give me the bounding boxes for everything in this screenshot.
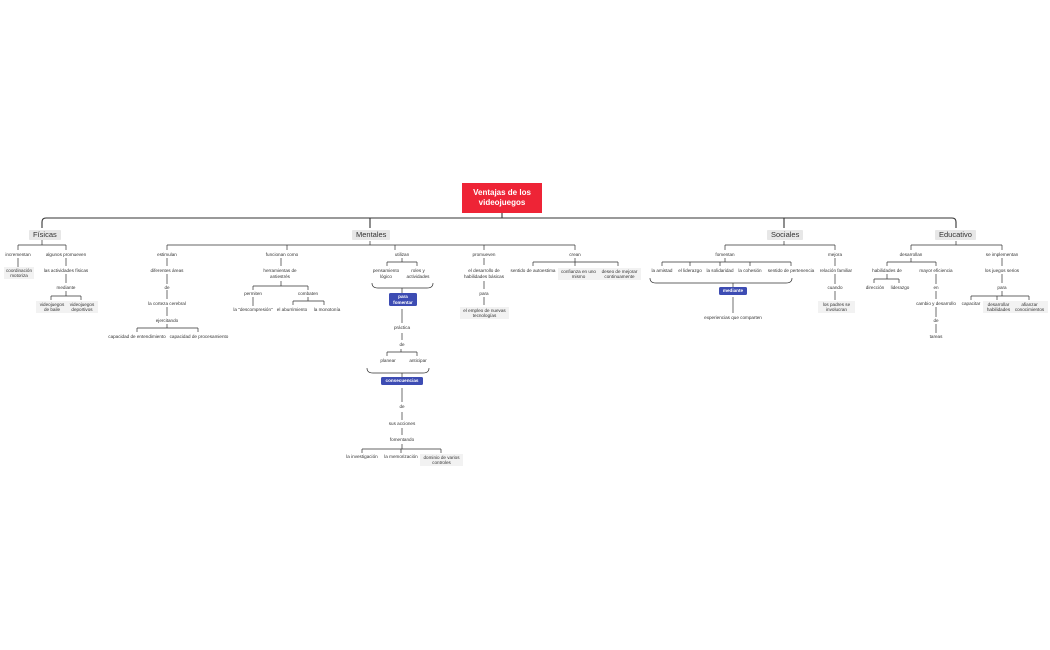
node-desarrollo-habilidades[interactable]: el desarrollo de habilidades básicas — [463, 268, 505, 279]
node-liderazgo-sociales[interactable]: el liderazgo — [678, 268, 702, 273]
root-node[interactable]: Ventajas de los videojuegos — [462, 183, 542, 213]
node-fomentando[interactable]: fomentando — [389, 437, 415, 442]
node-capacitar[interactable]: capacitar — [961, 301, 981, 306]
node-desarrollan[interactable]: desarrollan — [899, 252, 923, 257]
node-crean[interactable]: crean — [569, 252, 581, 257]
node-de-consecuencias[interactable]: de — [399, 404, 405, 409]
node-descompresion[interactable]: la "descompresión" — [233, 307, 273, 312]
node-de-practica[interactable]: de — [399, 342, 405, 347]
node-dominio-controles[interactable]: dominio de varios controles — [420, 454, 463, 467]
node-mediante-sociales[interactable]: mediante — [719, 287, 747, 295]
node-cambio-desarrollo[interactable]: cambio y desarrollo — [916, 301, 956, 306]
node-permiten[interactable]: permiten — [244, 291, 262, 296]
node-tareas[interactable]: tareas — [929, 334, 943, 339]
node-utilizan[interactable]: utilizan — [394, 252, 410, 257]
node-funcionan-como[interactable]: funcionan como — [265, 252, 299, 257]
node-en[interactable]: en — [933, 285, 939, 290]
node-herramientas-antiestres[interactable]: herramientas de antiestrés — [263, 268, 297, 279]
node-cohesion[interactable]: la cohesión — [738, 268, 762, 273]
node-ejercitando[interactable]: ejercitando — [155, 318, 179, 323]
node-experiencias-comparten[interactable]: experiencias que comparten — [704, 315, 762, 320]
node-afianzar-conocimientos[interactable]: afianzar conocimientos — [1011, 301, 1048, 314]
node-capacidad-entendimiento[interactable]: capacidad de entendimiento — [108, 334, 166, 339]
node-amistad[interactable]: la amistad — [651, 268, 673, 273]
node-cuando[interactable]: cuando — [827, 285, 843, 290]
node-investigacion[interactable]: la investigación — [346, 454, 378, 459]
category-sociales[interactable]: Sociales — [767, 230, 804, 240]
node-liderazgo-educativo[interactable]: liderazgo — [890, 285, 910, 290]
node-mediante-fisicas[interactable]: mediante — [56, 285, 76, 290]
node-sentido-pertenencia[interactable]: sentido de pertenencia — [767, 268, 815, 273]
node-corteza-cerebral[interactable]: la corteza cerebral — [148, 301, 186, 306]
category-fisicas[interactable]: Físicas — [29, 230, 61, 240]
node-roles-actividades[interactable]: roles y actividades — [406, 268, 430, 279]
root-title: Ventajas de los videojuegos — [473, 188, 531, 207]
node-sus-acciones[interactable]: sus acciones — [388, 421, 416, 426]
node-para-educativo[interactable]: para — [997, 285, 1007, 290]
node-actividades-fisicas[interactable]: las actividades físicas — [43, 268, 89, 273]
node-videojuegos-baile[interactable]: videojuegos de baile — [36, 301, 68, 314]
node-estimulan[interactable]: estimulan — [157, 252, 177, 257]
node-solidaridad[interactable]: la solidaridad — [706, 268, 734, 273]
node-para-tecnologias[interactable]: para — [479, 291, 489, 296]
node-videojuegos-deportivos[interactable]: videojuegos deportivos — [66, 301, 98, 314]
node-padres-involucran[interactable]: los padres se involucran — [818, 301, 855, 314]
node-desarrollar-habilidades[interactable]: desarrollar habilidades — [983, 301, 1014, 314]
node-coordinacion[interactable]: coordinación motoriza — [4, 267, 34, 280]
node-capacidad-procesamiento[interactable]: capacidad de procesamiento — [169, 334, 229, 339]
node-practica[interactable]: práctica — [393, 325, 411, 330]
node-habilidades-de[interactable]: habilidades de — [872, 268, 902, 273]
node-aburrimiento[interactable]: el aburrimiento — [276, 307, 308, 312]
node-deseo-mejorar[interactable]: deseo de mejorar continuamente — [598, 268, 641, 281]
node-para-fomentar[interactable]: para fomentar — [389, 293, 417, 307]
node-sentido-autoestima[interactable]: sentido de autoestima — [510, 268, 556, 273]
node-algunos-promueven[interactable]: algunos promueven — [45, 252, 87, 257]
node-memorizacion[interactable]: la memorización — [384, 454, 418, 459]
node-incrementan[interactable]: incrementan — [5, 252, 31, 257]
node-mayor-eficiencia[interactable]: mayor eficiencia — [919, 268, 953, 273]
node-consecuencias[interactable]: consecuencias — [381, 377, 423, 385]
node-promueven[interactable]: promueven — [472, 252, 496, 257]
node-confianza[interactable]: confianza en uno mismo — [558, 268, 599, 281]
node-empleo-tecnologias[interactable]: el empleo de nuevas tecnologías — [460, 307, 509, 320]
node-juegos-serios[interactable]: los juegos serios — [984, 268, 1020, 273]
node-se-implementan[interactable]: se implementan — [985, 252, 1019, 257]
node-mejora[interactable]: mejora — [827, 252, 843, 257]
category-educativo[interactable]: Educativo — [935, 230, 976, 240]
node-relacion-familiar[interactable]: relación familiar — [819, 268, 853, 273]
node-pensamiento-logico[interactable]: pensamiento lógico — [372, 268, 400, 279]
node-direccion[interactable]: dirección — [865, 285, 885, 290]
node-planear[interactable]: planear — [380, 358, 396, 363]
category-mentales[interactable]: Mentales — [352, 230, 391, 240]
node-fomentan[interactable]: fomentan — [715, 252, 735, 257]
node-monotonia[interactable]: la monotonía — [313, 307, 341, 312]
node-de-tareas[interactable]: de — [933, 318, 939, 323]
node-diferentes-areas[interactable]: diferentes áreas — [150, 268, 184, 273]
node-combaten[interactable]: combaten — [297, 291, 319, 296]
node-de-areas[interactable]: de — [164, 285, 170, 290]
node-anticipar[interactable]: anticipar — [409, 358, 427, 363]
